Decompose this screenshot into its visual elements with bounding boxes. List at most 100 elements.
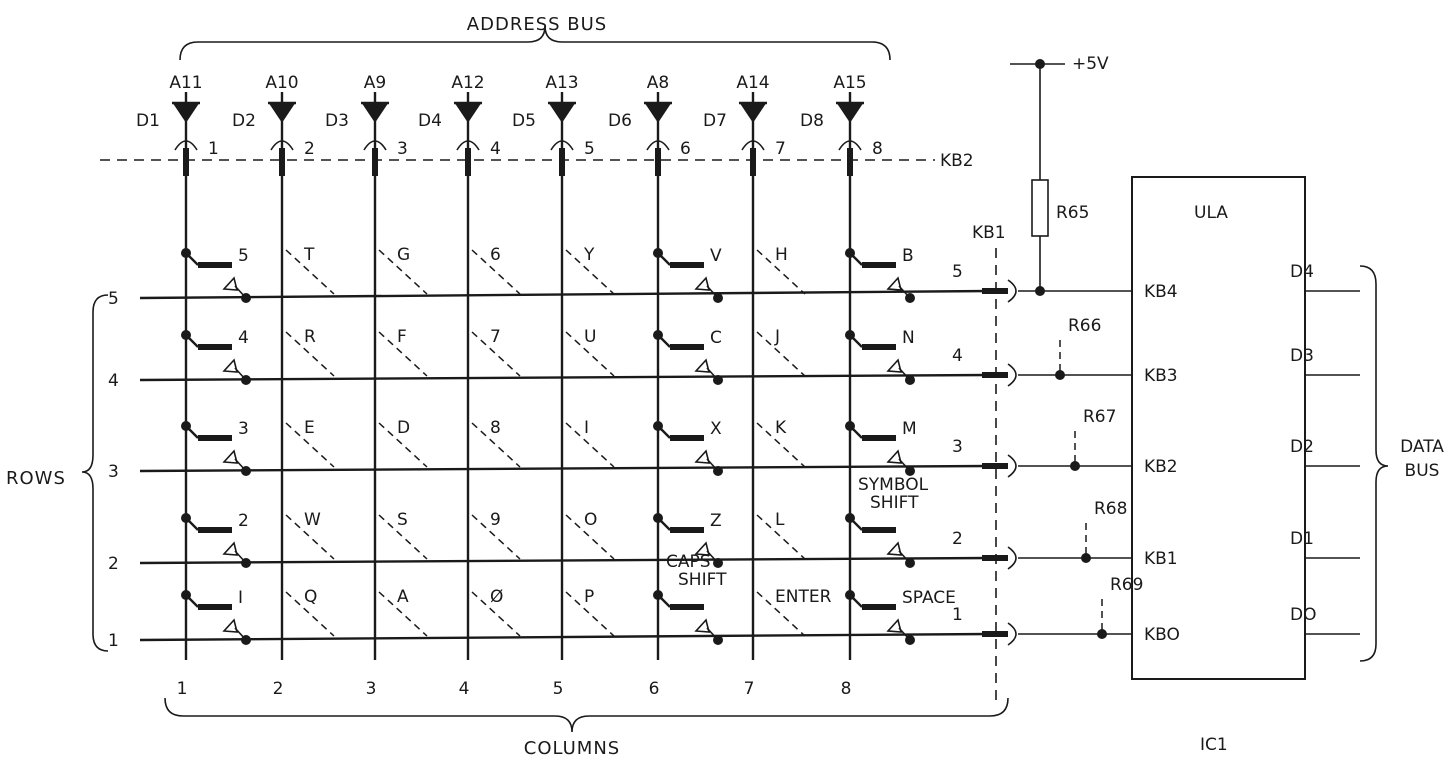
row-wire-2 [139, 556, 991, 565]
kb1-label: KB1 [972, 223, 1006, 243]
kb2-socket-6 [646, 140, 670, 151]
row-number-1: 1 [108, 631, 119, 651]
address-bus-label: ADDRESS BUS [467, 14, 607, 35]
key-m-label: M [902, 419, 917, 439]
key-i-switch [565, 422, 615, 468]
column-number-3: 3 [366, 679, 377, 699]
key-w-label: W [304, 510, 321, 530]
diode-D3 [362, 103, 388, 123]
key-5-label: 5 [238, 246, 249, 266]
resistor-label-R66: R66 [1068, 316, 1101, 336]
key-d-switch [378, 422, 428, 468]
key-h-label: H [775, 245, 788, 265]
address-bus-brace [179, 25, 891, 61]
key-v-label: V [710, 246, 722, 266]
ula-pin-KB1: KB1 [1144, 549, 1178, 569]
key-c-arm [657, 334, 671, 348]
kb2-pin-label-4: 4 [490, 139, 501, 159]
key-x-row-contact [713, 466, 723, 476]
key-5-arm [185, 252, 199, 266]
key-3-label: 3 [238, 419, 249, 439]
column-number-4: 4 [459, 679, 470, 699]
key-g-label: G [397, 245, 410, 265]
row-number-4: 4 [108, 371, 119, 391]
kb2-socket-3 [363, 140, 387, 151]
key-l-label: L [775, 510, 785, 530]
key-n-arm [849, 334, 863, 348]
column-number-8: 8 [841, 679, 852, 699]
data-bus-label-line2: BUS [1405, 461, 1440, 481]
key-5-actuator [222, 276, 239, 291]
kb1-socket-2 [1007, 546, 1017, 570]
kb1-pin-label-2: 2 [952, 529, 963, 549]
key-r-label: R [304, 327, 316, 347]
diode-label-D7: D7 [703, 111, 727, 131]
key-2-arm [185, 517, 199, 531]
key-q-label: Q [304, 587, 317, 607]
ula-label: ULA [1194, 203, 1228, 223]
address-label-A8: A8 [647, 73, 669, 93]
key-y-switch [565, 249, 615, 295]
key-k-label: K [775, 418, 787, 438]
key-3-actuator [222, 449, 239, 464]
key-f-label: F [397, 327, 407, 347]
key-y-label: Y [583, 245, 595, 265]
key-caps-shift-label-line1: CAPS [666, 552, 711, 572]
row-number-3: 3 [108, 462, 119, 482]
address-label-A10: A10 [265, 73, 298, 93]
key-caps-shift-label-line2: SHIFT [678, 570, 727, 590]
key-v-arm [657, 252, 671, 266]
diode-label-D1: D1 [136, 111, 160, 131]
key-symbol-shift-label-line2: SHIFT [870, 493, 919, 513]
diode-D8 [837, 103, 863, 123]
key---label: Ø [490, 587, 503, 607]
rows-label: ROWS [6, 468, 66, 489]
data-label-D1: D1 [1290, 529, 1314, 549]
kb1-socket-5 [1007, 279, 1017, 303]
key-caps-shift-actuator [694, 618, 711, 633]
key-z-row-contact [713, 558, 723, 568]
kb2-pin-label-5: 5 [584, 139, 595, 159]
columns-brace [164, 697, 1009, 733]
r65-label: R65 [1056, 203, 1089, 223]
key-a-switch [378, 591, 428, 637]
key-8-switch [471, 422, 521, 468]
address-label-A12: A12 [451, 73, 484, 93]
key-r-switch [285, 331, 335, 377]
kb2-socket-5 [550, 140, 574, 151]
row-node-4 [1055, 370, 1065, 380]
diode-D5 [549, 103, 575, 123]
kb2-socket-1 [174, 140, 198, 151]
key-d-label: D [397, 418, 410, 438]
supply-label: +5V [1072, 54, 1109, 74]
key-i-arm [185, 594, 199, 608]
row-number-5: 5 [108, 289, 119, 309]
kb1-socket-4 [1007, 363, 1017, 387]
key-x-arm [657, 425, 671, 439]
key-symbol-shift-arm [849, 517, 863, 531]
key-4-arm [185, 334, 199, 348]
key-g-switch [378, 249, 428, 295]
row-wire-5 [139, 289, 991, 300]
row-wire-1 [139, 632, 991, 642]
row-number-2: 2 [108, 554, 119, 574]
key-m-arm [849, 425, 863, 439]
key-symbol-shift-actuator [886, 541, 903, 556]
data-bus-label-line1: DATA [1400, 437, 1444, 457]
key-8-label: 8 [490, 418, 501, 438]
key-5-row-contact [241, 293, 251, 303]
row-node-3 [1070, 461, 1080, 471]
key-q-switch [285, 591, 335, 637]
address-label-A9: A9 [364, 73, 386, 93]
key-2-row-contact [241, 558, 251, 568]
diode-label-D4: D4 [418, 111, 442, 131]
ula-chip [1131, 176, 1306, 680]
key-p-switch [565, 591, 615, 637]
kb1-pin-label-4: 4 [952, 346, 963, 366]
kb2-socket-4 [456, 140, 480, 151]
diode-D7 [740, 103, 766, 123]
key-symbol-shift-label-line1: SYMBOL [858, 475, 929, 495]
key-x-label: X [710, 419, 722, 439]
kb1-pin-label-1: 1 [952, 605, 963, 625]
diode-label-D3: D3 [325, 111, 349, 131]
